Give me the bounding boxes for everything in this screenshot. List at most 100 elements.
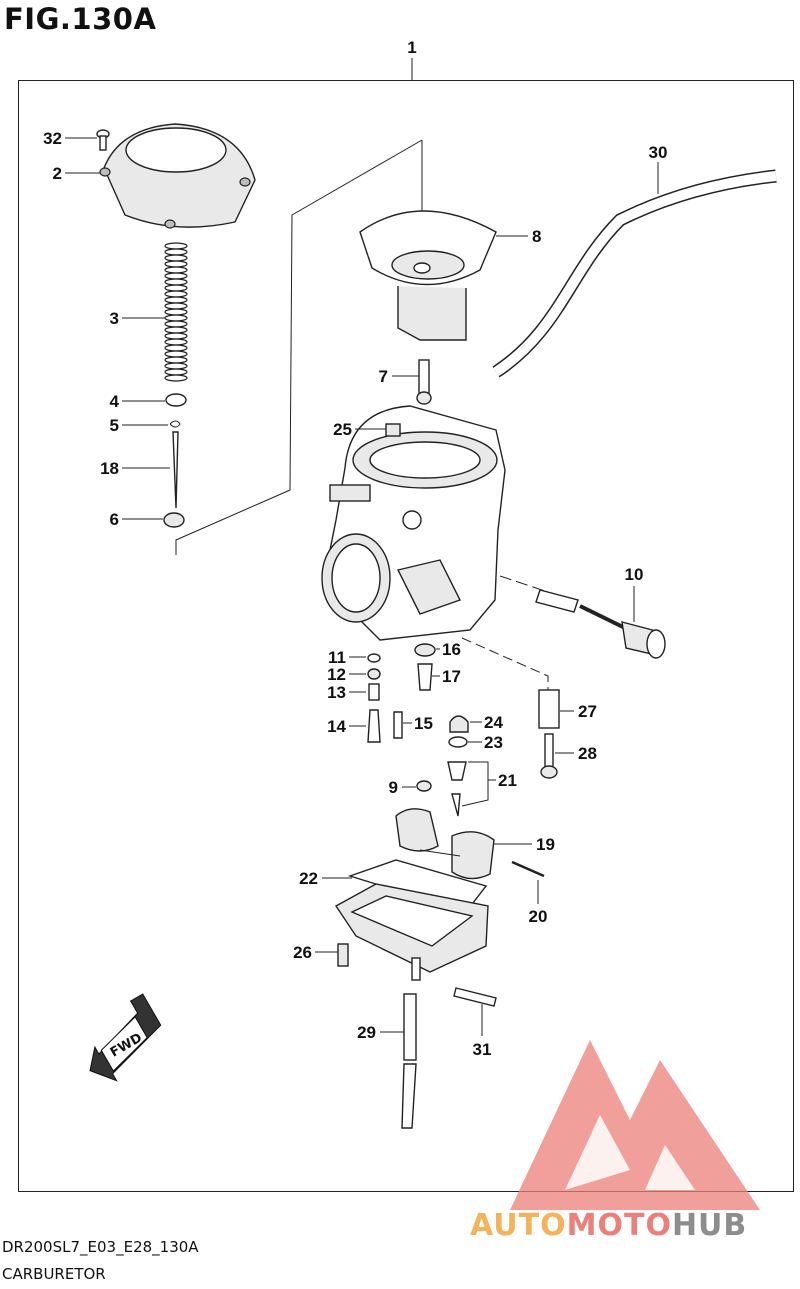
callout-15: 15 [414, 714, 433, 733]
callout-32: 32 [43, 129, 62, 148]
model-code: DR200SL7_E03_E28_130A [2, 1238, 199, 1256]
float-19-part [395, 808, 495, 880]
spring-coil [164, 284, 188, 292]
dash-27 [461, 637, 549, 690]
spring-coil [164, 266, 188, 274]
spring-coil [164, 344, 188, 352]
spring-13-part [368, 683, 380, 701]
callout-12: 12 [327, 665, 346, 684]
spring-coil [164, 374, 188, 382]
float-bowl-part [334, 883, 489, 981]
callout-16: 16 [442, 640, 461, 659]
spring-coil [164, 320, 188, 328]
screw-7-part [416, 359, 432, 405]
spring-coil [164, 362, 188, 370]
oring-11-part [367, 653, 381, 663]
diagram-frame [18, 80, 794, 1192]
callout-1: 1 [407, 38, 416, 57]
spring-coil [164, 296, 188, 304]
hose-30-part [493, 171, 777, 377]
callout-3: 3 [110, 309, 119, 328]
spring-coil [164, 242, 188, 250]
spring-coil [164, 290, 188, 298]
spring-part [164, 242, 188, 382]
spring-coil [164, 278, 188, 286]
jet-17-part [417, 663, 433, 691]
callout-5: 5 [110, 416, 119, 435]
spring-coil [164, 338, 188, 346]
spring-coil [164, 332, 188, 340]
callout-29: 29 [357, 1023, 376, 1042]
screw-28-part [544, 733, 554, 769]
top-cap-part [99, 123, 256, 229]
callout-4: 4 [110, 392, 120, 411]
automotohub-logo-icon [510, 1040, 760, 1210]
oring-23-part [448, 736, 468, 748]
washer-16-part [414, 643, 436, 657]
fwd-direction-badge: FWD [89, 993, 162, 1082]
callout-10: 10 [625, 565, 644, 584]
jet-14-part [367, 709, 381, 743]
callout-leaders [65, 137, 659, 1036]
callout-14: 14 [327, 717, 346, 736]
callout-11: 11 [328, 648, 346, 667]
piston-diaphragm-part [359, 210, 497, 341]
callout-28: 28 [578, 744, 597, 763]
callout-18: 18 [100, 459, 119, 478]
callout-13: 13 [327, 683, 346, 702]
watermark-text: AUTOMOTOHUB [470, 1208, 747, 1243]
watermark-moto: MOTO [566, 1208, 672, 1243]
washer-12-part [367, 668, 381, 680]
clip-5-part [169, 420, 181, 428]
screw-28-head [540, 765, 558, 779]
callout-22: 22 [299, 869, 318, 888]
jet-15-part [393, 711, 403, 739]
carburetor-body-part [321, 405, 506, 641]
tube-29b-part [401, 1063, 417, 1129]
callout-2: 2 [53, 164, 62, 183]
valve-seat-21-part [447, 761, 467, 781]
spring-coil [164, 326, 188, 334]
callout-9: 9 [389, 778, 398, 797]
spring-coil [164, 248, 188, 256]
washer-6-part [163, 512, 185, 528]
callout-labels: 1 2 3 4 5 6 7 8 9 10 11 12 13 14 15 16 1… [43, 38, 667, 1059]
needle-18-part [172, 431, 179, 509]
spring-coil [164, 308, 188, 316]
section-name: CARBURETOR [2, 1265, 106, 1283]
washer-4-part [165, 393, 187, 407]
callout-8: 8 [532, 227, 541, 246]
choke-cable-10-part [499, 575, 666, 659]
spring-coil [164, 356, 188, 364]
watermark-auto: AUTO [470, 1208, 567, 1243]
spring-coil [164, 368, 188, 376]
assembly-bracket [175, 139, 423, 555]
callout-24: 24 [484, 713, 503, 732]
spring-coil [164, 302, 188, 310]
cap-24-part [449, 715, 469, 733]
spring-coil [164, 350, 188, 358]
callout-17: 17 [442, 667, 461, 686]
callout-27: 27 [578, 702, 597, 721]
callout-31: 31 [473, 1040, 492, 1059]
callout-19: 19 [536, 835, 555, 854]
spring-coil [164, 272, 188, 280]
callout-26: 26 [293, 943, 312, 962]
callout-21: 21 [498, 771, 517, 790]
callout-7: 7 [379, 367, 388, 386]
hose-30-outline [492, 169, 777, 378]
tube-29-part [403, 993, 417, 1061]
screw-32-part [96, 129, 110, 151]
callout-20: 20 [529, 907, 548, 926]
callout-30: 30 [649, 143, 668, 162]
spring-coil [164, 260, 188, 268]
callout-25: 25 [333, 420, 352, 439]
spring-coil [164, 254, 188, 262]
cap-25-part [385, 423, 401, 437]
callout-23: 23 [484, 733, 503, 752]
needle-valve-21-part [451, 793, 461, 817]
screw-26-part [337, 943, 349, 967]
pin-20-part [511, 860, 545, 878]
figure-title: FIG.130A [4, 2, 157, 36]
